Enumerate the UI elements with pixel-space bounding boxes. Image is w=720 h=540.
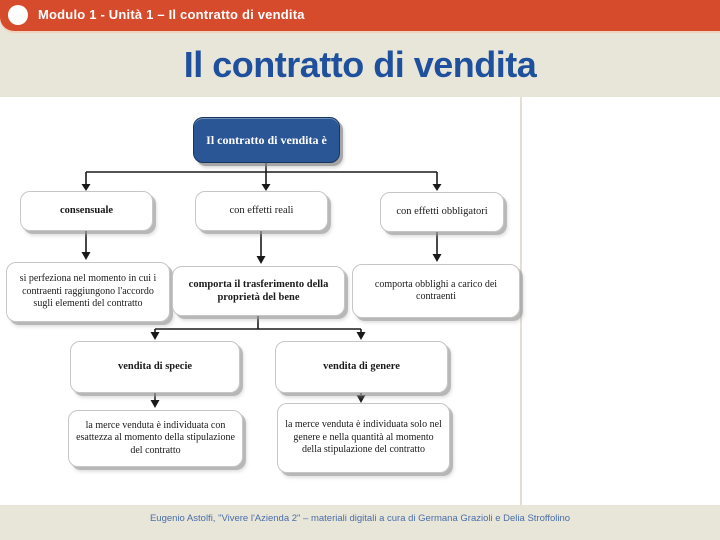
breadcrumb: Modulo 1 - Unità 1 – Il contratto di ven…: [38, 7, 305, 22]
footer-credit: Eugenio Astolfi, "Vivere l'Azienda 2" – …: [149, 513, 571, 524]
root-node: Il contratto di vendita è: [193, 117, 340, 163]
detail-vendita-di-genere: la merce venduta è individuata solo nel …: [277, 403, 450, 473]
branch-effetti-reali: con effetti reali: [195, 191, 328, 231]
footer-band: [0, 505, 720, 540]
detail-consensuale: si perfeziona nel momento in cui i contr…: [6, 262, 170, 322]
detail-effetti-obbligatori: comporta obblighi a carico dei contraent…: [352, 264, 520, 318]
node-vendita-di-genere: vendita di genere: [275, 341, 448, 393]
detail-vendita-di-specie: la merce venduta è individuata con esatt…: [68, 410, 243, 467]
bullet-circle-icon: [8, 5, 28, 25]
detail-effetti-reali: comporta il trasferimento della propriet…: [172, 266, 345, 316]
node-vendita-di-specie: vendita di specie: [70, 341, 240, 393]
branch-consensuale: consensuale: [20, 191, 153, 231]
margin-divider: [520, 97, 522, 505]
branch-effetti-obbligatori: con effetti obbligatori: [380, 192, 504, 232]
header-bar: Modulo 1 - Unità 1 – Il contratto di ven…: [0, 0, 720, 31]
page-title: Il contratto di vendita: [183, 44, 537, 85]
